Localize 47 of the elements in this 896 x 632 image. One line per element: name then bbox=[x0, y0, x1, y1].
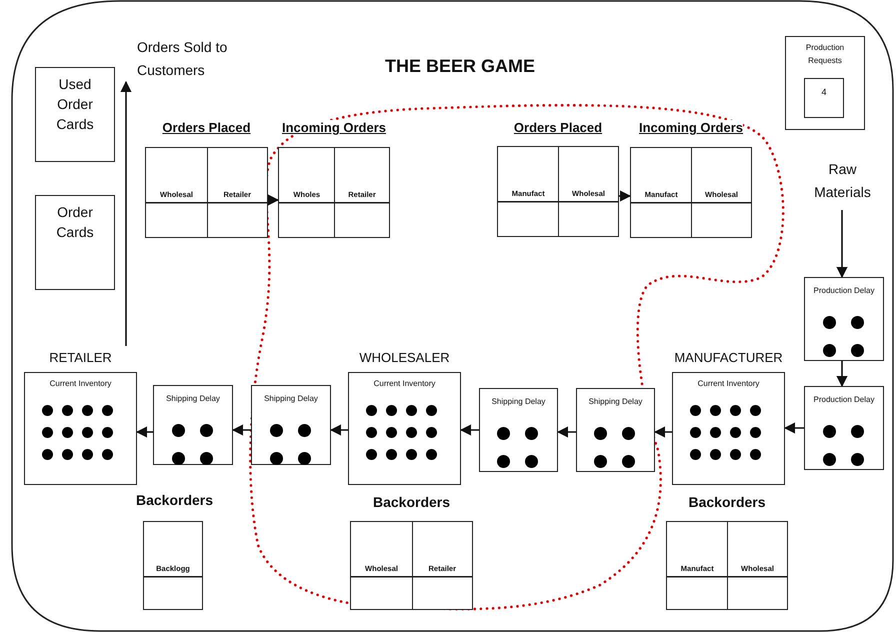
delay-box bbox=[576, 388, 655, 472]
grid-heading: Incoming Orders bbox=[280, 120, 388, 135]
panel-label: Production Requests bbox=[804, 42, 846, 67]
card-box bbox=[35, 67, 115, 162]
grid-heading: Backorders bbox=[687, 494, 767, 510]
grid-heading: Backorders bbox=[134, 492, 214, 508]
arrow bbox=[120, 80, 132, 346]
delay-box bbox=[251, 385, 331, 465]
flow-label: Raw Materials bbox=[800, 158, 885, 210]
card-grid bbox=[630, 118, 752, 238]
arrow bbox=[654, 426, 672, 438]
request-count: 4 bbox=[804, 78, 844, 118]
diagram-title: THE BEER GAME bbox=[384, 56, 536, 77]
request-panel bbox=[785, 36, 865, 130]
card-grid bbox=[278, 118, 390, 238]
card-label: Order Cards bbox=[55, 203, 95, 242]
grid-heading: Backorders bbox=[372, 494, 452, 510]
card-label: Used Order Cards bbox=[55, 75, 95, 134]
flow-label: Orders Sold to Customers bbox=[120, 36, 245, 82]
arrow bbox=[619, 190, 632, 202]
box-label: Production Delay bbox=[812, 285, 876, 297]
delay-box bbox=[153, 385, 233, 465]
box-label: Shipping Delay bbox=[588, 396, 644, 408]
delay-box bbox=[804, 386, 884, 470]
box-label: Production Delay bbox=[812, 394, 876, 406]
arrow bbox=[460, 424, 479, 436]
box-label: Shipping Delay bbox=[263, 393, 319, 405]
arrow bbox=[136, 426, 153, 438]
delay-box bbox=[804, 277, 884, 361]
arrow bbox=[232, 424, 251, 436]
box-label: Shipping Delay bbox=[165, 393, 221, 405]
delay-box bbox=[479, 388, 558, 472]
arrow bbox=[330, 424, 348, 436]
box-label: Current Inventory bbox=[48, 378, 112, 389]
arrow bbox=[556, 426, 576, 438]
box-label: Current Inventory bbox=[372, 378, 436, 389]
box-label: Current Inventory bbox=[696, 378, 760, 389]
stage-heading: RETAILER bbox=[48, 350, 113, 366]
box-label: Shipping Delay bbox=[490, 396, 546, 408]
arrow bbox=[784, 422, 804, 434]
arrow bbox=[268, 194, 280, 206]
stage-heading: WHOLESALER bbox=[358, 350, 451, 366]
stage-heading: MANUFACTURER bbox=[673, 350, 784, 366]
card-box bbox=[35, 195, 115, 290]
arrow bbox=[836, 361, 848, 388]
arrow bbox=[836, 210, 848, 278]
grid-heading: Incoming Orders bbox=[638, 120, 744, 135]
